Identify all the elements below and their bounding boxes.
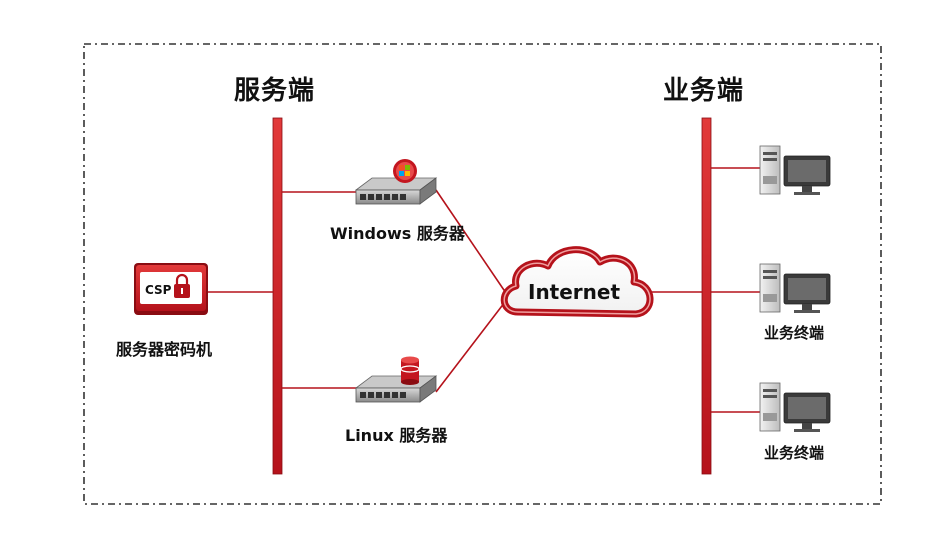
csp-device-label: 服务器密码机 <box>116 340 213 359</box>
cloud-icon <box>500 246 654 318</box>
csp-lock-device-icon: CSP <box>134 263 208 315</box>
rack-server-database-icon <box>354 356 438 403</box>
business-side-title: 业务端 <box>663 76 745 106</box>
server-bus <box>272 117 283 475</box>
windows-server-label: Windows 服务器 <box>330 224 465 243</box>
rack-server-windows-icon <box>354 159 438 205</box>
terminal-label-3: 业务终端 <box>764 444 825 462</box>
terminal-label-2: 业务终端 <box>764 324 825 342</box>
outer-frame <box>83 43 882 505</box>
linux-internet-link <box>435 297 509 393</box>
desktop-computer-icon <box>759 145 831 195</box>
desktop-computer-icon <box>759 263 831 313</box>
desktop-computer-icon <box>759 382 831 432</box>
server-side-title: 服务端 <box>234 76 316 106</box>
internet-label: Internet <box>528 280 621 304</box>
linux-server-label: Linux 服务器 <box>345 426 448 445</box>
csp-badge: CSP <box>145 283 172 297</box>
business-bus <box>701 117 712 475</box>
windows-internet-link <box>435 189 509 297</box>
connector-lines <box>208 167 760 413</box>
